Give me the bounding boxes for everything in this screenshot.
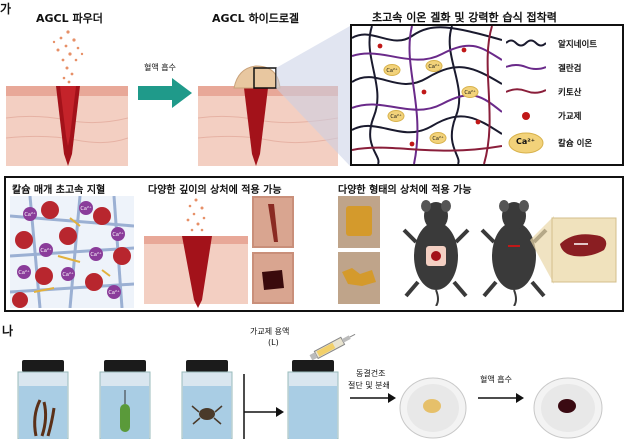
network-zoom-box	[350, 24, 624, 166]
polymer-network-illustration: Ca²⁺ Ca²⁺ Ca²⁺ Ca²⁺ Ca²⁺	[352, 26, 502, 164]
legend-crosslinker-icon	[522, 112, 530, 120]
process-label-freeze-dry: 동결건조	[356, 369, 386, 378]
liver-zoom-illustration	[530, 216, 617, 284]
vial-seaweed	[17, 360, 69, 439]
shape-photo-round	[338, 196, 380, 248]
ion-hemostasis-title: 칼슘 매개 초고속 지혈	[12, 185, 106, 196]
merge-arrow	[243, 374, 284, 439]
depth-title: 다양한 깊이의 상처에 적용 가능	[148, 185, 282, 196]
panel-letter-b: 나	[2, 324, 14, 338]
calcium-hemostasis-illustration: Ca²⁺ Ca²⁺ Ca²⁺ Ca²⁺ Ca²⁺ Ca²⁺ Ca²⁺ Ca²⁺	[10, 196, 134, 308]
vial-bacteria	[99, 360, 151, 439]
process-arrow	[350, 393, 396, 403]
shape-title: 다양한 형태의 상처에 적용 가능	[338, 185, 472, 196]
svg-text:Ca²⁺: Ca²⁺	[386, 68, 398, 74]
legend-calcium-icon	[508, 132, 544, 154]
zoom-wedge	[276, 26, 350, 166]
svg-text:Ca²⁺: Ca²⁺	[390, 114, 402, 120]
svg-text:Ca²⁺: Ca²⁺	[62, 272, 74, 278]
arrow-label-blood: 혈액 흡수	[144, 63, 176, 72]
svg-text:Ca²⁺: Ca²⁺	[90, 252, 102, 258]
crosslinker-solution-unit: (L)	[268, 338, 279, 347]
svg-text:Ca²⁺: Ca²⁺	[40, 248, 52, 254]
blood-arrow	[478, 393, 524, 403]
dish-powder	[399, 377, 467, 439]
panel-letter-a: 가	[0, 2, 12, 16]
legend-alginate-label: 알지네이트	[558, 40, 598, 50]
svg-text:Ca²⁺: Ca²⁺	[432, 136, 444, 142]
vial-crab	[181, 360, 233, 439]
svg-text:Ca²⁺: Ca²⁺	[18, 270, 30, 276]
shape-photo-irregular	[338, 252, 380, 304]
tissue-photo-deep	[252, 252, 294, 304]
step1-title: AGCL 파우더	[36, 12, 103, 25]
deep-wound-illustration	[144, 198, 248, 308]
tissue-photo-shallow	[252, 196, 294, 248]
blood-absorb-label-b: 혈액 흡수	[480, 375, 512, 384]
legend-gellan-label: 겔란검	[558, 64, 582, 74]
teal-arrow-icon	[138, 78, 192, 108]
svg-text:Ca²⁺: Ca²⁺	[428, 64, 440, 70]
step2-title: AGCL 하이드로겔	[212, 12, 300, 25]
syringe-icon	[309, 333, 356, 360]
legend-calcium-label: 칼슘 이온	[558, 139, 593, 149]
mouse-back-wound-illustration	[402, 200, 470, 306]
powder-wound-illustration	[6, 30, 128, 166]
svg-text:Ca²⁺: Ca²⁺	[24, 212, 36, 218]
process-label-cut-grind: 절단 및 분쇄	[348, 381, 390, 390]
legend-chitosan-icon	[506, 88, 546, 94]
legend-gellan-icon	[506, 64, 546, 70]
legend-chitosan-label: 키토산	[558, 88, 582, 98]
vial-mixture	[287, 360, 339, 439]
svg-text:Ca²⁺: Ca²⁺	[108, 290, 120, 296]
crosslinker-solution-label: 가교제 용액	[250, 327, 290, 336]
legend-calcium-symbol: Ca²⁺	[516, 137, 535, 146]
legend-alginate-icon	[506, 39, 546, 47]
zoom-title: 초고속 이온 겔화 및 강력한 습식 접착력	[372, 11, 557, 24]
legend-crosslinker-label: 가교제	[558, 112, 582, 122]
svg-text:Ca²⁺: Ca²⁺	[80, 206, 92, 212]
svg-text:Ca²⁺: Ca²⁺	[464, 90, 476, 96]
svg-text:Ca²⁺: Ca²⁺	[112, 232, 124, 238]
dish-blood-gel	[533, 377, 603, 439]
